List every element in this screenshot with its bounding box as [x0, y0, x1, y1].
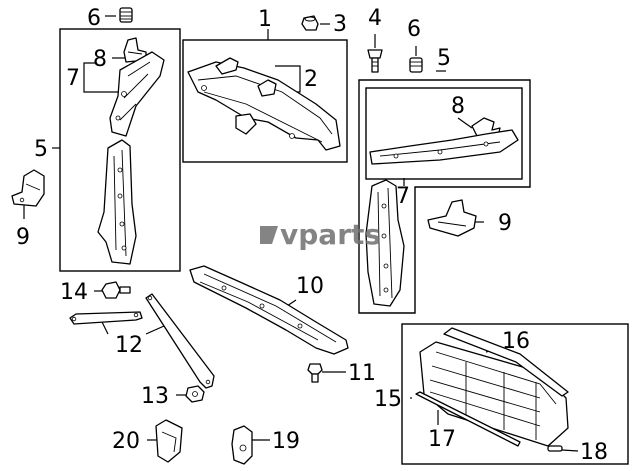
callout-4: 4 [368, 6, 382, 31]
callout-8-right: 8 [451, 94, 465, 119]
callout-9-left: 9 [16, 225, 30, 250]
part-7-support-left-upper [109, 51, 165, 137]
inner-box-right-support-upper [365, 87, 523, 180]
part-17-seal-strip [415, 391, 521, 447]
watermark-text: vparts [280, 218, 381, 251]
part-2-bracket-b [257, 79, 277, 97]
part-20-bracket [155, 419, 183, 463]
callout-7-left: 7 [66, 66, 80, 91]
callout-11: 11 [348, 361, 376, 386]
part-14-bolt [101, 281, 131, 299]
callout-10: 10 [296, 274, 324, 299]
callout-3: 3 [333, 12, 347, 37]
part-9-bracket-right [427, 199, 477, 237]
part-18-clip [547, 445, 563, 452]
group-box-left-support [59, 28, 181, 272]
part-9-bracket-left [11, 169, 45, 207]
callout-9-right: 9 [498, 211, 512, 236]
part-3-cushion [301, 15, 319, 31]
callout-5-left: 5 [34, 137, 48, 162]
group-box-shutter [401, 323, 629, 465]
callout-2: 2 [304, 67, 318, 92]
watermark-logo: vparts [260, 218, 381, 251]
callout-12: 12 [115, 333, 143, 358]
part-1-upper-support [187, 61, 341, 151]
callout-6-right: 6 [407, 17, 421, 42]
callout-19: 19 [272, 429, 300, 454]
callout-17: 17 [428, 427, 456, 452]
part-10-lower-support [189, 265, 349, 355]
part-19-bracket [231, 425, 253, 465]
callout-15: 15 [374, 387, 402, 412]
callout-18: 18 [580, 440, 608, 465]
part-16-seal [443, 327, 569, 397]
callout-20: 20 [112, 429, 140, 454]
part-6-cushion-left [119, 7, 133, 23]
part-12-rod-long [145, 293, 215, 389]
part-2-bracket-a [215, 57, 239, 75]
part-7-support-right-upper [369, 129, 519, 165]
part-5-support-left-lower [97, 139, 137, 265]
part-5-support-right-lower [365, 179, 405, 307]
group-box-upper-support [182, 39, 348, 163]
callout-1: 1 [258, 7, 272, 32]
part-4-bolt [367, 49, 383, 73]
callout-5-right: 5 [437, 46, 451, 71]
callout-8-left: 8 [93, 47, 107, 72]
callout-16: 16 [502, 329, 530, 354]
part-12-rod-short [69, 311, 143, 325]
callout-6-left: 6 [87, 6, 101, 31]
callout-14: 14 [60, 280, 88, 305]
callout-labels: 1 2 3 4 5 5 6 6 7 7 8 8 9 9 10 11 12 13 … [16, 6, 608, 465]
part-13-nut [185, 385, 205, 403]
part-6-cushion-right [409, 57, 423, 73]
group-box-right-support [358, 79, 531, 314]
callout-13: 13 [141, 384, 169, 409]
callout-7-right: 7 [396, 184, 410, 209]
part-11-bolt [307, 363, 323, 383]
